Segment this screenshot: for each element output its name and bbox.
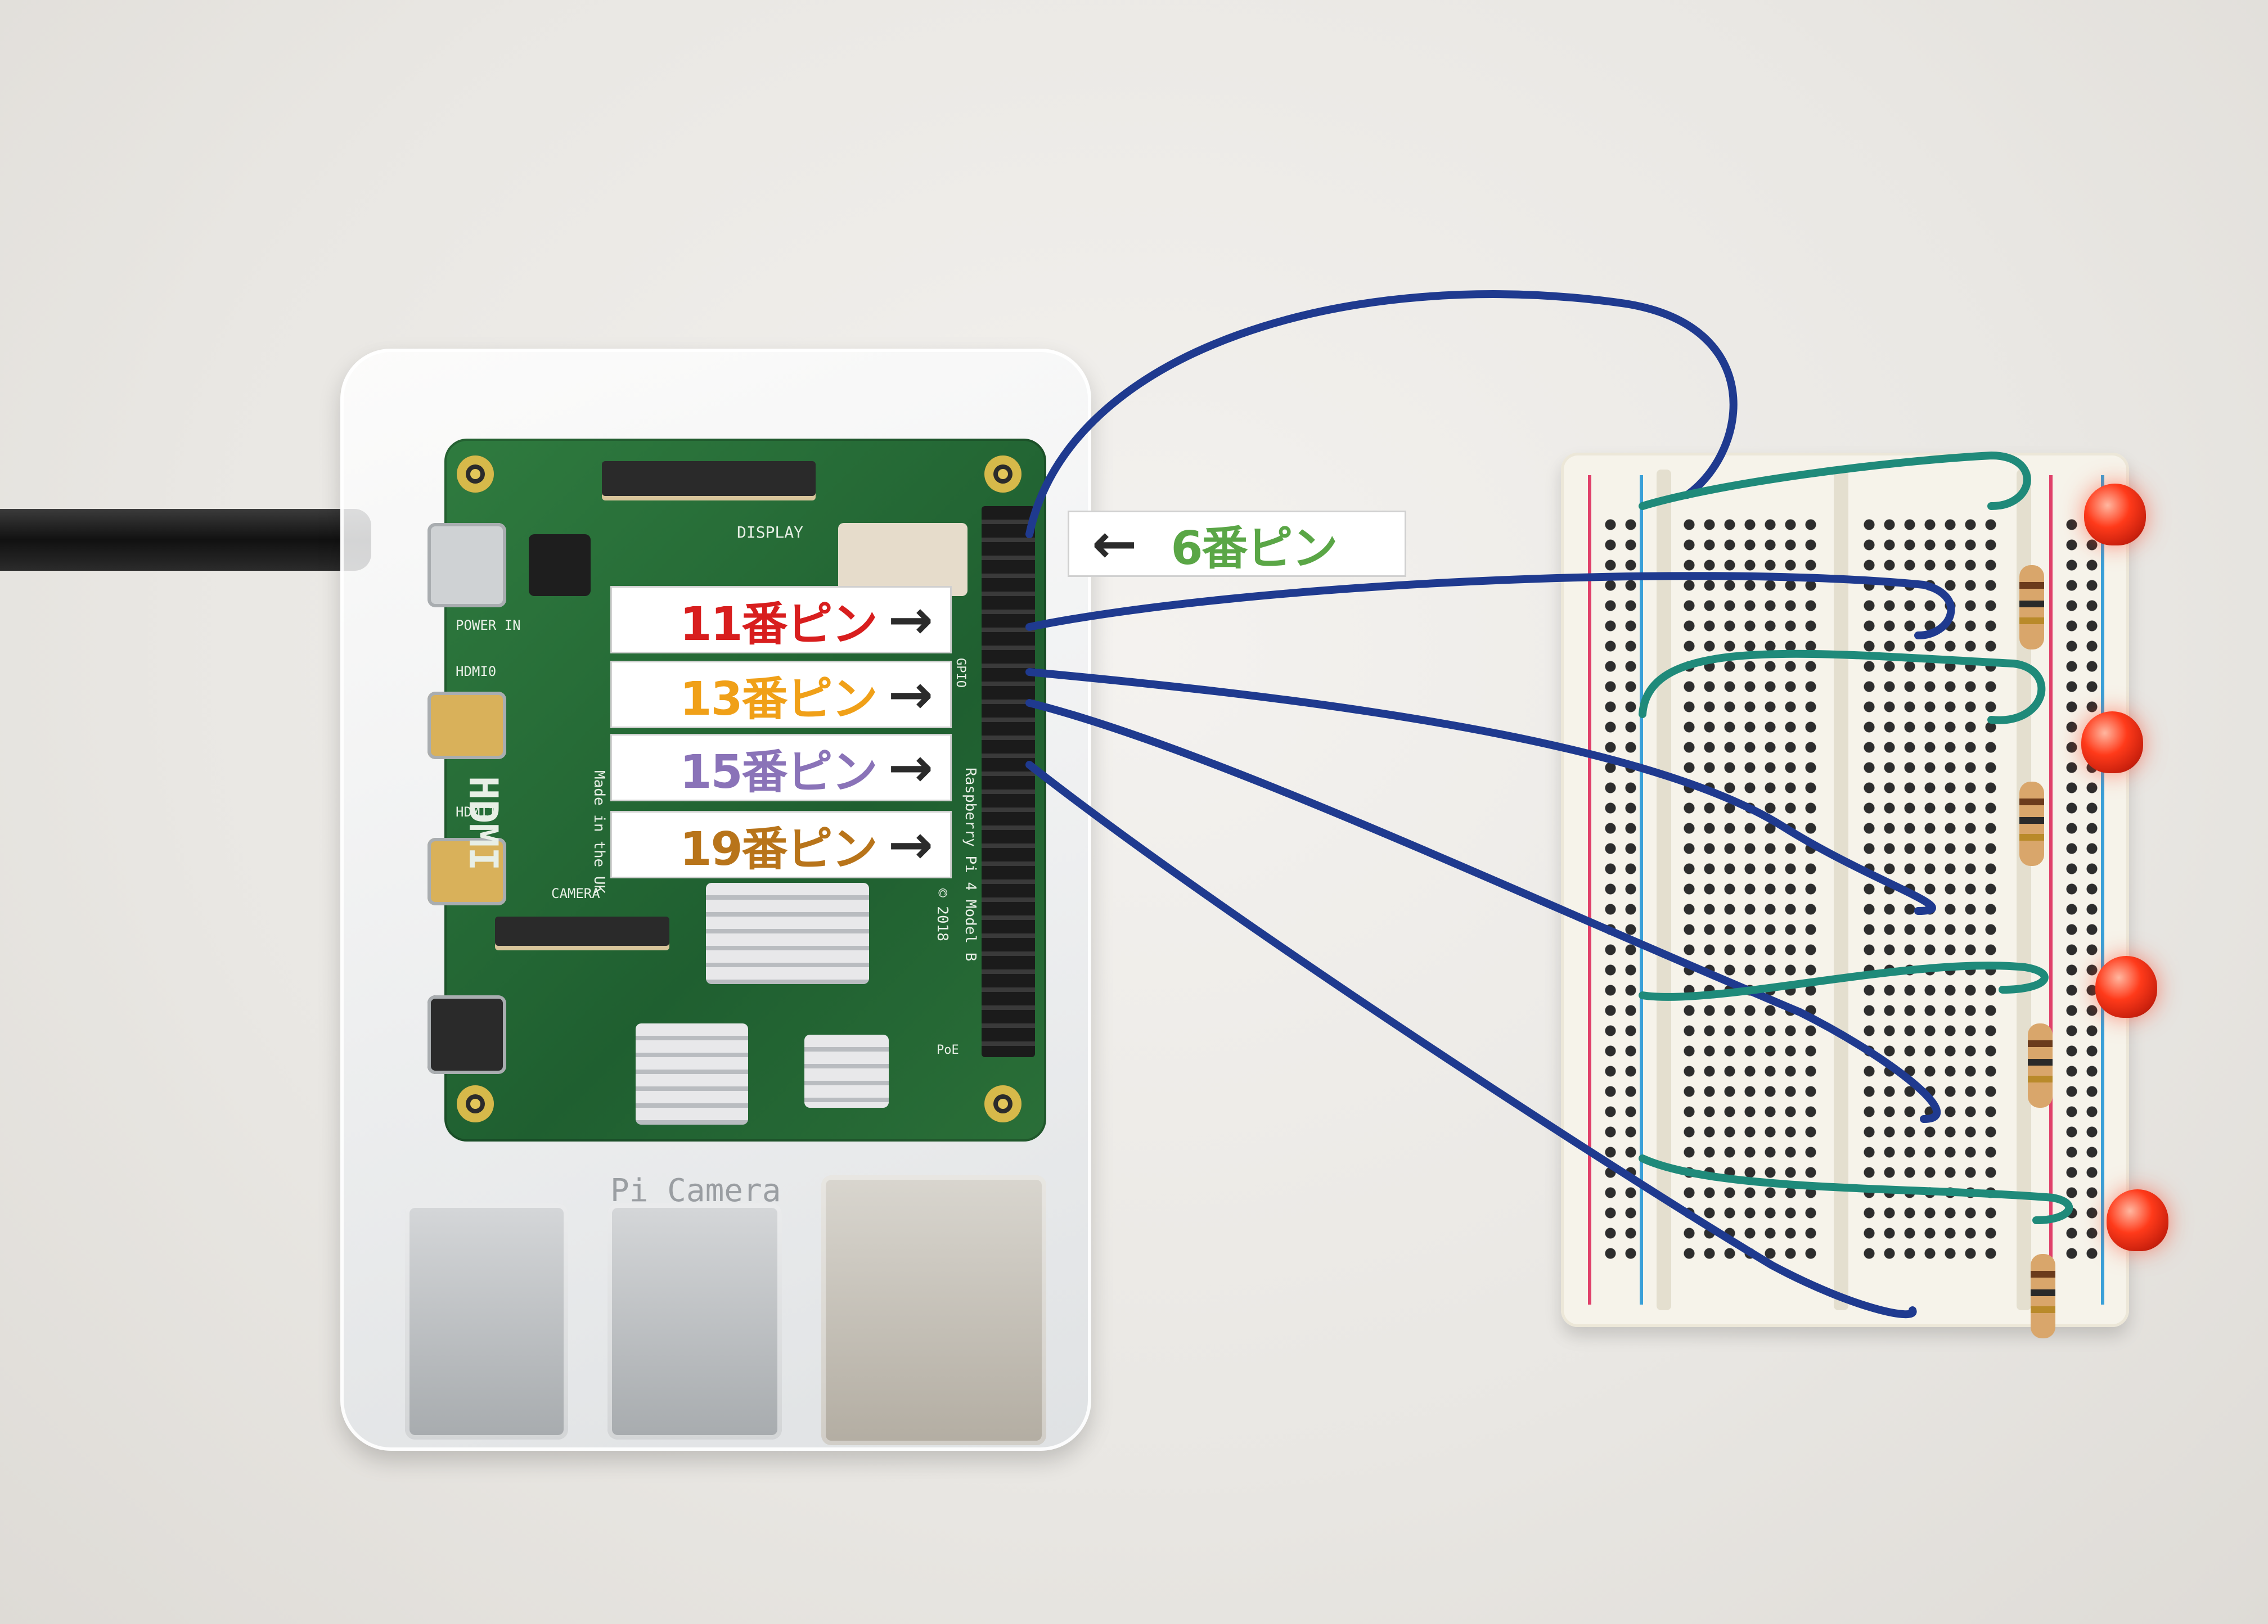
wire-blue-pin6 bbox=[1025, 290, 1738, 538]
power-rail-holes bbox=[1600, 515, 1641, 1265]
usb-c-port bbox=[428, 523, 506, 607]
resistor bbox=[2028, 1023, 2053, 1108]
silk-hdmi0: HDMI0 bbox=[456, 664, 497, 679]
silk-hdmi1: HDMI1 bbox=[456, 804, 497, 820]
display-connector bbox=[602, 461, 816, 500]
wire-blue-pin19 bbox=[1025, 761, 1917, 1319]
usb-port bbox=[608, 1203, 782, 1440]
wire-green bbox=[1639, 962, 2049, 1001]
hdmi0-port bbox=[428, 692, 506, 759]
cpu-heatsink bbox=[706, 883, 869, 984]
wire-green bbox=[1639, 1154, 2073, 1224]
rail-plus-line bbox=[1588, 475, 1591, 1305]
silk-camera: CAMERA bbox=[551, 886, 600, 901]
label-pin13: 13番ピン → bbox=[610, 661, 952, 728]
rail-minus-line bbox=[1640, 475, 1643, 1305]
resistor bbox=[2031, 1254, 2055, 1338]
audio-jack bbox=[428, 995, 506, 1074]
wire-blue-pin13 bbox=[1025, 668, 1936, 915]
arrow-left-icon: ← bbox=[1092, 512, 1137, 575]
usb-port bbox=[405, 1203, 568, 1440]
silk-poe: PoE bbox=[937, 1043, 959, 1057]
led bbox=[2107, 1189, 2168, 1251]
label-pin19-text: 19番ピン bbox=[680, 822, 878, 876]
terminal-holes-left bbox=[1679, 515, 1820, 1265]
hdmi1-port bbox=[428, 838, 506, 905]
silk-display: DISPLAY bbox=[737, 523, 804, 542]
wire-green bbox=[1639, 649, 2046, 724]
arrow-right-icon: → bbox=[888, 736, 933, 799]
usb-c-power-cable bbox=[0, 509, 371, 571]
breadboard-center-channel bbox=[1834, 470, 1848, 1310]
gpio-header bbox=[982, 506, 1035, 1057]
label-pin15: 15番ピン → bbox=[610, 734, 952, 801]
wire-green bbox=[1639, 451, 2031, 510]
rail-minus-line bbox=[2101, 475, 2104, 1305]
led bbox=[2084, 484, 2146, 545]
arrow-right-icon: → bbox=[888, 588, 933, 651]
mount-hole bbox=[457, 455, 494, 493]
chip bbox=[529, 534, 591, 596]
usb-controller-heatsink bbox=[804, 1035, 889, 1108]
mount-hole bbox=[984, 455, 1022, 493]
ram-heatsink bbox=[636, 1023, 748, 1125]
label-pin13-text: 13番ピン bbox=[680, 672, 878, 726]
camera-connector bbox=[495, 917, 669, 950]
label-pin6-text: 6番ピン bbox=[1171, 521, 1338, 575]
arrow-right-icon: → bbox=[888, 813, 933, 876]
case-pi-camera-text: Pi Camera bbox=[610, 1172, 781, 1209]
power-rail-holes bbox=[2062, 515, 2102, 1265]
wire-blue-pin15 bbox=[1025, 699, 1941, 1123]
wire-blue-pin11 bbox=[1025, 572, 1955, 639]
label-pin15-text: 15番ピン bbox=[680, 745, 878, 799]
label-pin19: 19番ピン → bbox=[610, 811, 952, 878]
led bbox=[2081, 711, 2143, 773]
label-pin11-text: 11番ピン bbox=[680, 597, 878, 651]
breadboard bbox=[1561, 453, 2129, 1327]
label-pin11: 11番ピン → bbox=[610, 586, 952, 653]
label-pin6: ← 6番ピン bbox=[1068, 511, 1406, 577]
resistor bbox=[2019, 782, 2044, 866]
wifi-module bbox=[838, 523, 968, 596]
mount-hole bbox=[457, 1085, 494, 1122]
led bbox=[2095, 956, 2157, 1018]
rail-plus-line bbox=[2049, 475, 2053, 1305]
ethernet-port bbox=[821, 1175, 1046, 1445]
resistor bbox=[2019, 565, 2044, 649]
mount-hole bbox=[984, 1085, 1022, 1122]
arrow-right-icon: → bbox=[888, 663, 933, 726]
terminal-holes-right bbox=[1859, 515, 2000, 1265]
silk-power-in: POWER IN bbox=[456, 617, 521, 633]
